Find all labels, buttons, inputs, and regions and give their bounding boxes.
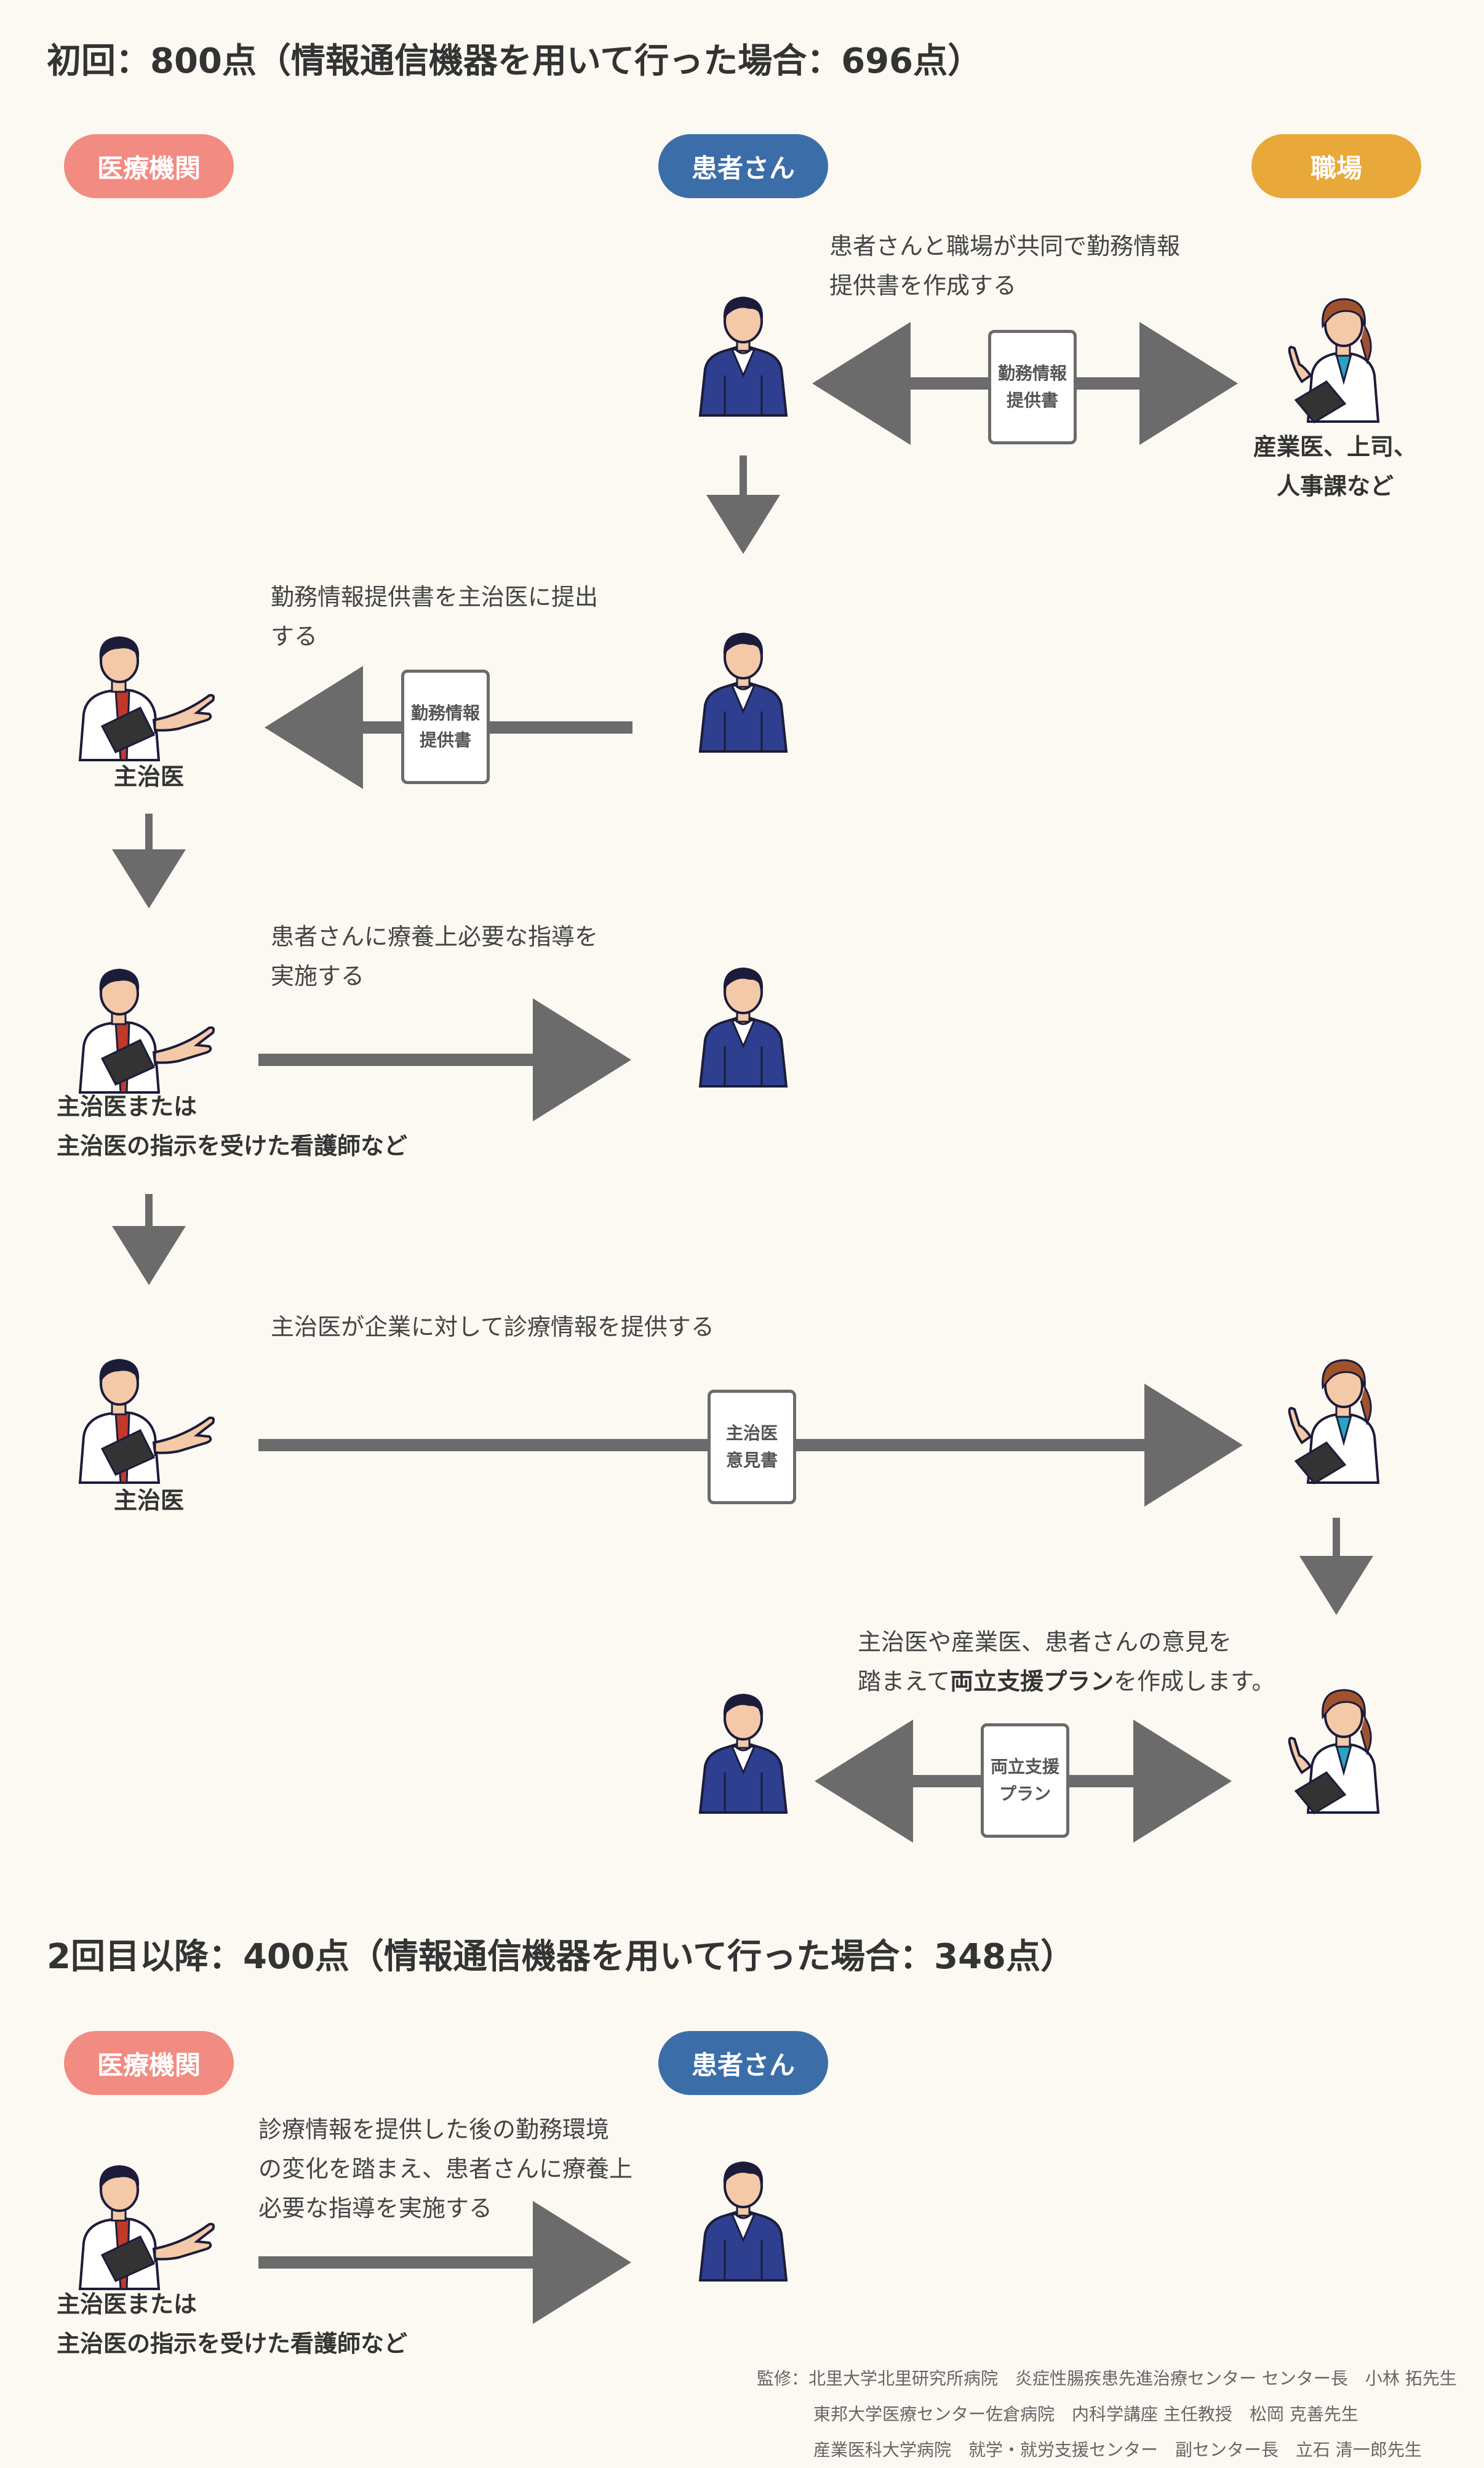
worker-figure-1 <box>1259 283 1406 425</box>
patient-figure-4 <box>694 1680 792 1816</box>
pill-medical-2: 医療機関 <box>64 2031 234 2095</box>
step2-text: 勤務情報提供書を主治医に提出 する <box>271 583 599 650</box>
section1-title: 初回：800点（情報通信機器を用いて行った場合：696点） <box>47 41 983 81</box>
doctor-figure-1 <box>68 622 228 763</box>
patient-figure-3 <box>694 954 792 1089</box>
patient-figure-1 <box>694 283 792 419</box>
section2-title: 2回目以降：400点（情報通信機器を用いて行った場合：348点） <box>47 1937 1075 1977</box>
step5-text-post: を作成します。 <box>1114 1668 1275 1695</box>
doctor-figure-4 <box>68 2150 228 2292</box>
doctor-figure-2 <box>68 954 228 1096</box>
step1-text: 患者さんと職場が共同で勤務情報 提供書を作成する <box>829 233 1181 299</box>
worker-figure-3 <box>1259 1674 1406 1816</box>
step3-text: 患者さんに療養上必要な指導を 実施する <box>271 923 599 990</box>
credit-line-2: 東邦大学医療センター佐倉病院 内科学講座 主任教授 松岡 克善先生 <box>813 2404 1358 2424</box>
patient-figure-2 <box>694 619 792 755</box>
worker-figure-2 <box>1259 1344 1406 1486</box>
step5-text-bold: 両立支援プラン <box>950 1668 1114 1695</box>
credit-line-1: 監修：北里大学北里研究所病院 炎症性腸疾患先進治療センター センター長 小林 拓… <box>757 2368 1457 2389</box>
section2-text: 診療情報を提供した後の勤務環境 の変化を踏まえ、患者さんに療養上 必要な指導を実… <box>258 2116 633 2222</box>
section2-label: 主治医または 主治医の指示を受けた看護師など <box>57 2291 408 2357</box>
patient-figure-5 <box>694 2148 792 2283</box>
step4-label: 主治医 <box>113 1487 184 1514</box>
pill-workplace: 職場 <box>1251 134 1421 198</box>
step2-document: 勤務情報 提供書 <box>401 670 490 784</box>
pill-patient: 患者さん <box>658 134 828 198</box>
step4-document: 主治医 意見書 <box>708 1390 796 1504</box>
pill-medical: 医療機関 <box>64 134 234 198</box>
step5-text-pre: 主治医や産業医、患者さんの意見を 踏まえて <box>858 1629 1232 1695</box>
step1-label: 産業医、上司、 人事課など <box>1253 433 1417 500</box>
step3-label: 主治医または 主治医の指示を受けた看護師など <box>57 1093 408 1160</box>
doctor-figure-3 <box>68 1344 228 1486</box>
step5-text: 主治医や産業医、患者さんの意見を 踏まえて両立支援プランを作成します。 <box>858 1622 1275 1701</box>
step5-document: 両立支援 プラン <box>981 1723 1069 1838</box>
step1-document: 勤務情報 提供書 <box>988 330 1077 444</box>
step4-text: 主治医が企業に対して診療情報を提供する <box>271 1313 714 1340</box>
step2-label: 主治医 <box>113 763 184 790</box>
credit-line-3: 産業医科大学病院 就学・就労支援センター 副センター長 立石 清一郎先生 <box>813 2440 1422 2460</box>
pill-patient-2: 患者さん <box>658 2031 828 2095</box>
